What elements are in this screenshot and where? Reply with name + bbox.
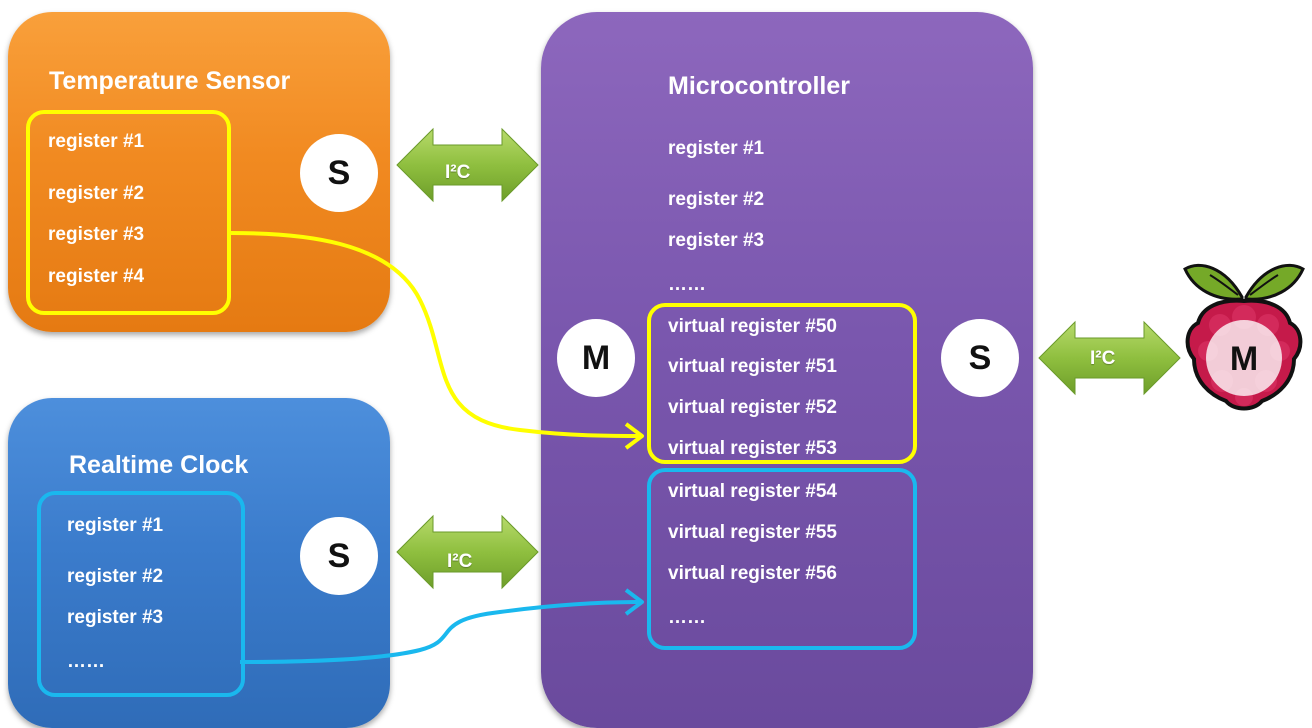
virtual-register-ellipsis: …… [668,607,706,628]
i2c-label-right: I²C [1090,348,1116,369]
clock-register-3: register #3 [67,607,164,628]
virtual-register-55: virtual register #55 [668,522,837,543]
temperature-register-1: register #1 [48,131,145,152]
clock-register-group [37,491,245,697]
realtime-clock-block: Realtime Clock register #1 register #2 r… [8,398,390,728]
mcu-register-1: register #1 [668,138,765,159]
microcontroller-block: Microcontroller register #1 register #2 … [541,12,1033,728]
mcu-register-3: register #3 [668,230,765,251]
mcu-slave-badge: S [941,319,1019,397]
microcontroller-title: Microcontroller [668,72,850,100]
temperature-register-3: register #3 [48,224,145,245]
temperature-sensor-title: Temperature Sensor [49,67,291,95]
virtual-register-52: virtual register #52 [668,397,837,418]
i2c-bus-arrow-right [1038,320,1181,396]
virtual-register-56: virtual register #56 [668,563,837,584]
temperature-register-group [26,110,231,315]
clock-register-2: register #2 [67,566,164,587]
clock-register-ellipsis: …… [67,651,105,672]
virtual-register-50: virtual register #50 [668,316,837,337]
i2c-bus-arrow-bottom [396,514,539,590]
virtual-register-54: virtual register #54 [668,481,837,502]
realtime-clock-title: Realtime Clock [69,451,249,479]
temperature-sensor-block: Temperature Sensor register #1 register … [8,12,390,332]
raspberry-pi-icon [1183,263,1305,411]
mcu-register-2: register #2 [668,189,765,210]
i2c-bus-arrow-top [396,127,539,203]
virtual-register-group-temperature [647,303,917,464]
temperature-slave-badge: S [300,134,378,212]
mcu-register-ellipsis: …… [668,274,706,295]
virtual-register-group-clock [647,468,917,650]
virtual-register-51: virtual register #51 [668,356,837,377]
raspberry-pi-master-badge: M [1229,339,1259,378]
clock-register-1: register #1 [67,515,164,536]
i2c-label-bottom: I²C [447,551,473,572]
mcu-master-badge: M [557,319,635,397]
i2c-label-top: I²C [445,162,471,183]
clock-slave-badge: S [300,517,378,595]
temperature-register-2: register #2 [48,183,145,204]
temperature-register-4: register #4 [48,266,145,287]
virtual-register-53: virtual register #53 [668,438,837,459]
